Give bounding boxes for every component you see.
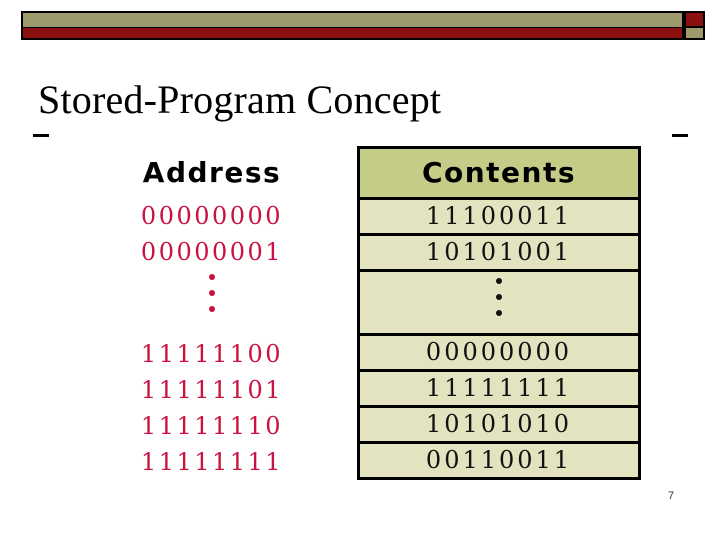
banner-accent-square-red [684, 11, 705, 28]
banner-accent-square-olive [684, 27, 705, 40]
table-row: 11111111 [360, 372, 638, 408]
banner-olive-bar [21, 11, 684, 28]
address-column-header: Address [142, 156, 282, 189]
contents-column-header: Contents [360, 149, 638, 200]
table-row: 00110011 [425, 446, 573, 474]
vertical-ellipsis-icon [360, 278, 638, 316]
page-number: 7 [668, 490, 675, 502]
address-row: 00000001 [140, 238, 284, 266]
table-row: 10101010 [360, 408, 638, 444]
slide-top-banner [21, 11, 705, 40]
decorative-dash-right [672, 134, 688, 137]
vertical-ellipsis-icon [209, 274, 215, 312]
address-column: Address 00000000 00000001 11111100 11111… [92, 148, 332, 480]
contents-table: Contents 11100011 10101001 00000000 1111… [357, 146, 641, 480]
decorative-dash-left [33, 134, 49, 137]
page-title: Stored-Program Concept [38, 77, 442, 122]
table-row-ellipsis [360, 272, 638, 336]
address-row: 11111100 [140, 340, 284, 368]
address-row: 11111111 [140, 448, 284, 476]
address-row: 00000000 [140, 202, 284, 230]
address-row-ellipsis [92, 270, 332, 336]
table-row: 11100011 [360, 200, 638, 236]
banner-red-bar [21, 27, 684, 40]
table-row: 10101001 [360, 236, 638, 272]
address-row: 11111101 [140, 376, 284, 404]
address-row: 11111110 [140, 412, 284, 440]
table-row: 00000000 [360, 336, 638, 372]
